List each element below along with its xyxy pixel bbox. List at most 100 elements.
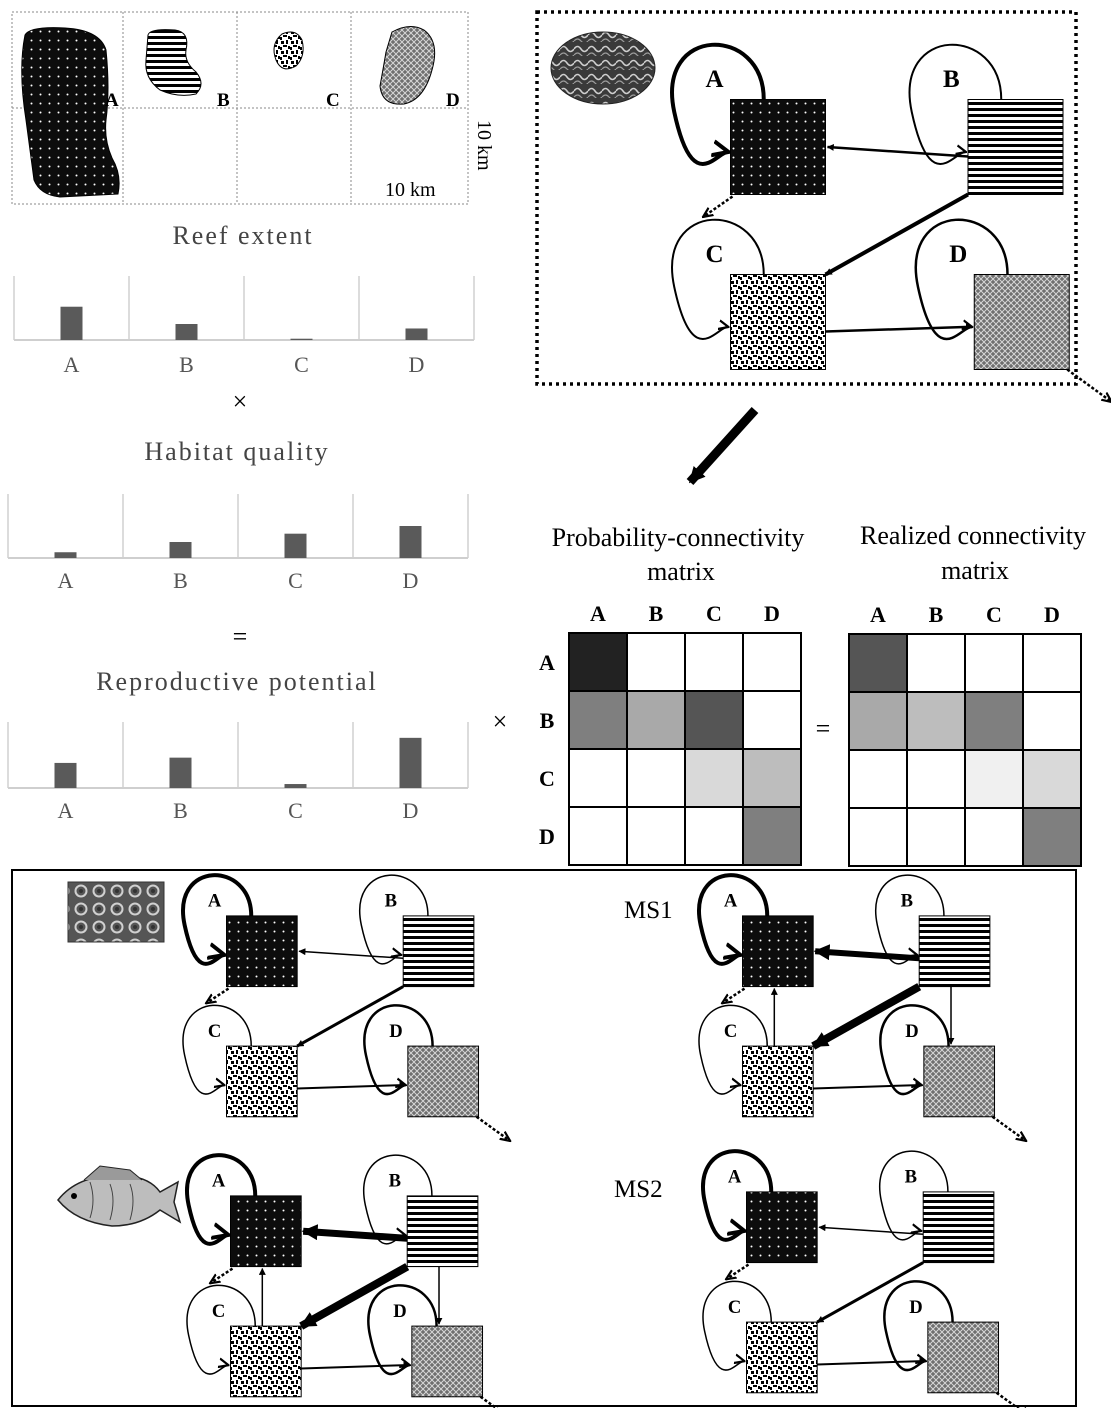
node-c [230,1325,302,1398]
matrix-cell [626,632,686,692]
node-label: B [943,66,960,93]
node-label: B [905,1167,917,1188]
reef-map: A B C D 10 km 10 km [11,11,495,205]
node-label: A [208,891,222,912]
outflow-a [726,1263,750,1280]
outflow-a [722,987,746,1004]
self-loop-b [879,1150,949,1241]
node-label: A [728,1167,742,1188]
tick-label-D: D [403,568,419,593]
node-label: C [724,1021,737,1042]
node-label: A [212,1171,226,1192]
self-loop-d [367,1284,438,1376]
node-b [922,1191,995,1264]
self-loop-a [181,873,254,966]
node-label: D [909,1297,922,1318]
matrix-cell [684,690,744,750]
matrix-cell [964,691,1024,751]
node-d [407,1045,480,1118]
node-b [406,1195,479,1268]
self-loop-a [670,42,766,166]
node-c [226,1045,298,1118]
edge-b-a [826,143,969,158]
edge-b-c [296,985,404,1048]
matrix-row-label: C [539,766,555,791]
bar-A [60,306,83,340]
prob-matrix-title-2: matrix [647,557,715,586]
self-loop-b [875,874,945,965]
node-label: C [208,1021,221,1042]
edge-c-d [297,1081,407,1090]
matrix-cell [626,748,686,808]
self-loop-d [883,1280,954,1372]
outflow-d [475,1115,511,1141]
coral-closeup-icon [67,881,165,943]
edge-b-a [301,1224,408,1242]
tick-label-B: B [179,352,194,377]
self-loop-b [363,1154,433,1245]
self-loop-d [363,1004,434,1096]
matrix-cell [568,690,628,750]
matrix-cell [1022,691,1082,751]
matrix-cell [1022,807,1082,867]
tick-label-A: A [58,798,74,823]
self-loop-d [914,218,1009,341]
ms2-label: MS2 [614,1176,663,1203]
map-label-d: D [446,90,460,111]
outflow-d [1066,368,1111,403]
edge-c-d [817,1357,927,1366]
fish-icon [57,1165,182,1227]
matrix-col-label: D [1044,602,1060,627]
matrix-cell [684,806,744,866]
bar-C [284,784,307,788]
scale-label-y: 10 km [473,120,495,171]
matrix-cell [568,806,628,866]
matrix-col-label: A [870,602,886,627]
node-d [973,274,1070,370]
edge-b-c [824,192,969,277]
node-label: A [724,891,738,912]
node-label: A [706,66,724,93]
matrix-cell [1022,633,1082,693]
equals-sign-1: = [233,622,248,651]
node-c [742,1045,814,1118]
reef-a-shape [21,27,120,198]
tick-label-A: A [64,352,80,377]
self-loop-c [702,1280,772,1371]
tick-label-C: C [294,352,309,377]
self-loop-a [697,873,770,966]
matrix-row-label: A [539,650,555,675]
node-b [967,99,1064,195]
matrix-row-label: D [539,824,555,849]
matrix-cell [742,632,802,692]
node-label: D [949,241,967,268]
self-loop-b [359,874,429,965]
matrix-cell [742,806,802,866]
edge-b-a [298,948,404,960]
node-label: B [389,1171,401,1192]
node-c [746,1321,818,1394]
tick-label-B: B [173,568,188,593]
node-a [742,915,814,988]
matrix-cell [1022,749,1082,809]
self-loop-c [698,1004,768,1095]
real-matrix-title-1: Realized connectivity [860,521,1086,550]
bar-B [169,757,192,788]
matrix-cell [742,690,802,750]
matrix-col-label: B [929,602,944,627]
bar-D [405,328,428,340]
node-label: B [901,891,913,912]
node-label: C [728,1297,741,1318]
matrix-cell [848,633,908,693]
matrix-cell [964,633,1024,693]
matrix-col-label: B [649,601,664,626]
outflow-a [703,195,734,218]
times-sign-2: × [493,707,508,736]
outflow-a [206,987,230,1004]
map-label-a: A [105,90,119,111]
times-sign-1: × [233,387,248,416]
